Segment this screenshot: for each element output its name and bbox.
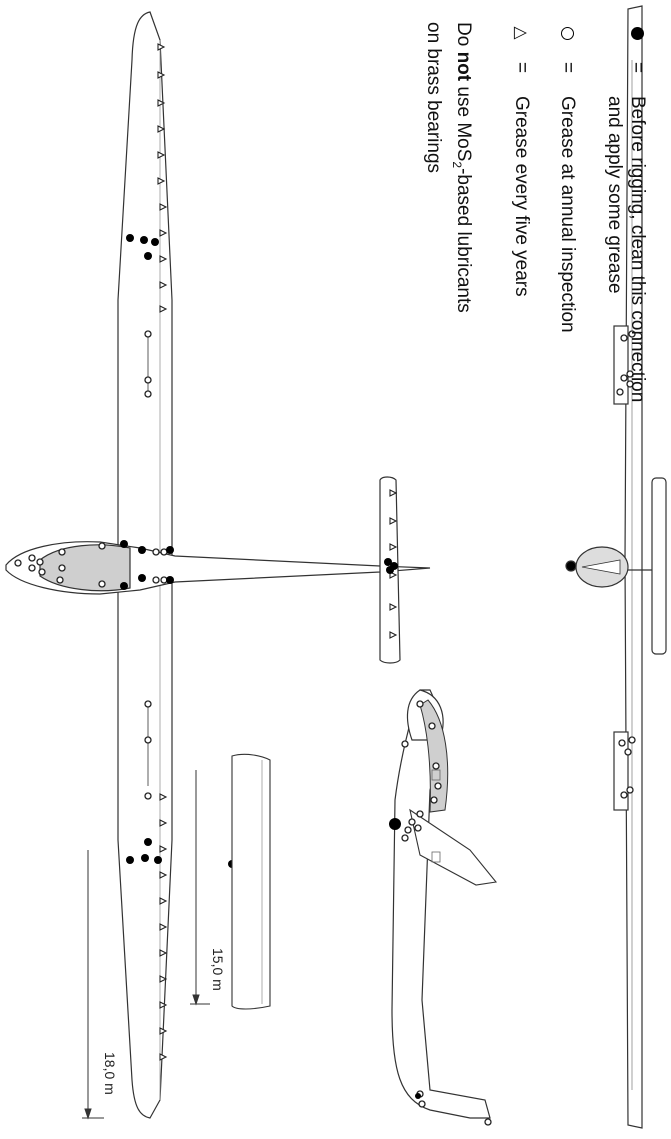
five-year-points — [157, 43, 398, 1061]
side-view — [389, 689, 498, 1119]
dimension-18m-label: 18,0 m — [102, 1052, 118, 1095]
dimension-lines — [82, 770, 210, 1120]
front-view-fin — [651, 477, 667, 655]
front-view-airbrake-left — [613, 325, 629, 405]
annual-points — [14, 330, 168, 800]
plan-view — [5, 11, 431, 1119]
front-view-wing — [624, 5, 643, 1129]
dimension-15m-label: 15,0 m — [210, 948, 226, 991]
front-view-points — [616, 330, 636, 799]
side-view-wing-root — [409, 808, 498, 886]
side-view-points — [401, 700, 492, 1126]
inset-15m-wing — [231, 753, 271, 1010]
front-view — [565, 5, 667, 1129]
